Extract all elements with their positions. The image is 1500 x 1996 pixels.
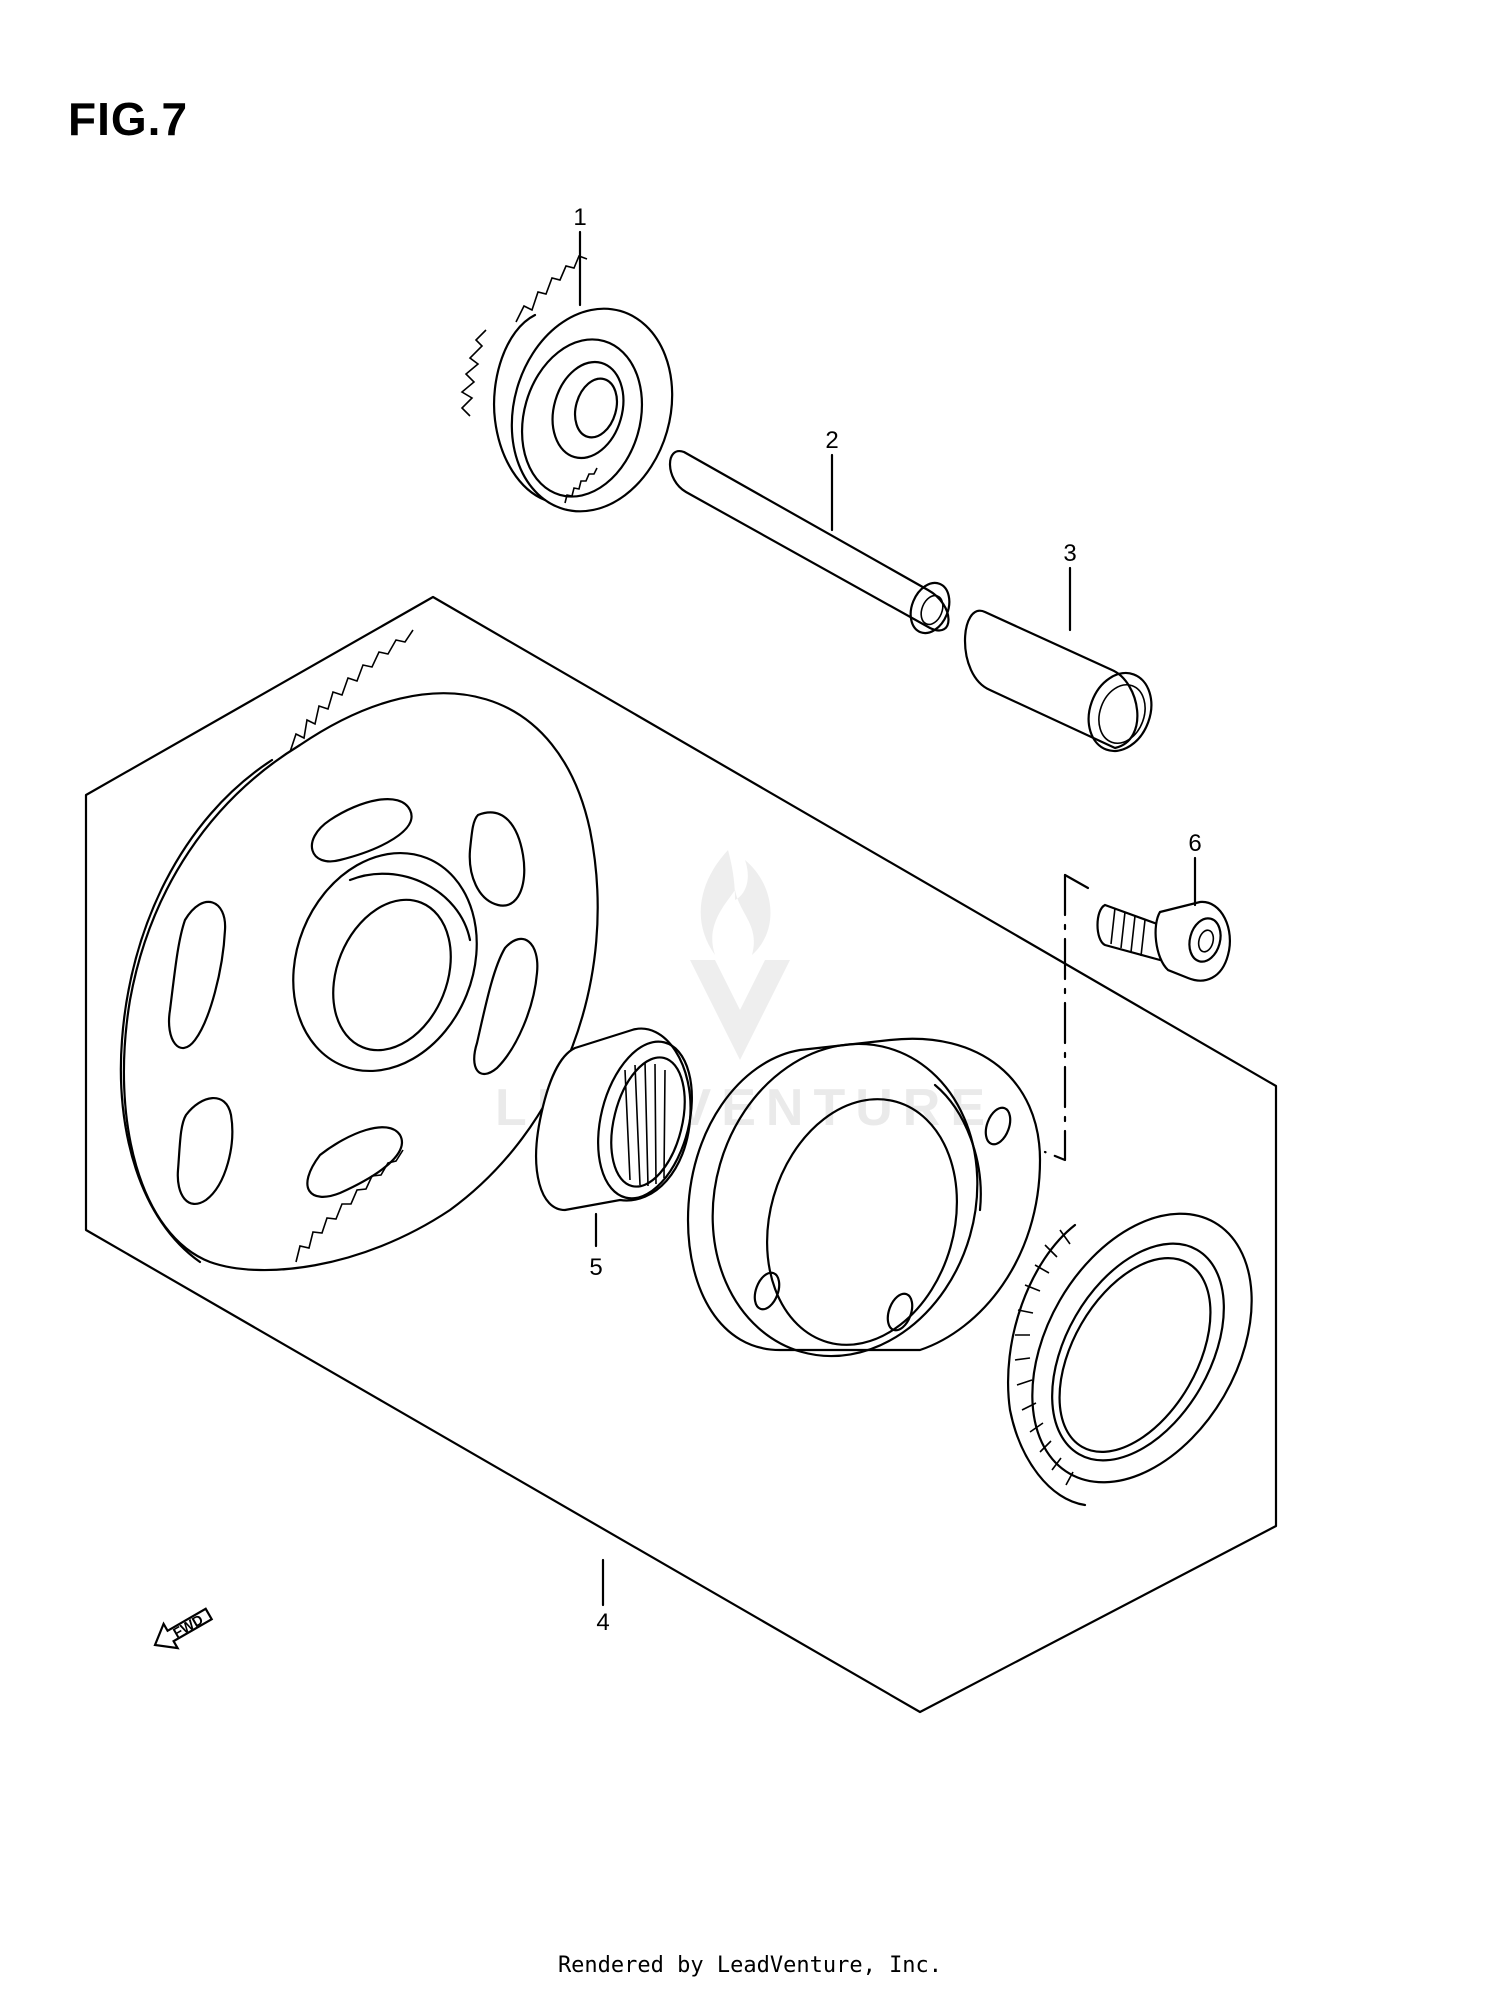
callout-4: 4 [596, 1609, 609, 1636]
assembly-box-outline [84, 595, 1278, 1714]
callout-2: 2 [825, 427, 838, 454]
one-way-clutch [1006, 1212, 1253, 1507]
bolt [1043, 873, 1231, 1162]
footer-credit: Rendered by LeadVenture, Inc. [557, 1953, 943, 1978]
callout-6: 6 [1188, 830, 1201, 857]
callout-labels: 1 2 3 4 5 6 [573, 204, 1201, 1636]
shaft [669, 450, 951, 635]
leader-lines [578, 230, 1197, 1607]
fwd-indicator: FWD [153, 1607, 214, 1650]
arrow-fwd-icon [153, 1607, 214, 1650]
clutch-housing [686, 1037, 1042, 1358]
bushing [963, 609, 1153, 753]
callout-1: 1 [573, 204, 586, 231]
callout-3: 3 [1063, 540, 1076, 567]
figure-title: FIG.7 [68, 93, 189, 145]
starter-driven-gear [119, 629, 599, 1272]
flame-logo-icon [690, 850, 790, 1060]
callout-5: 5 [589, 1254, 602, 1281]
idle-gear [460, 254, 674, 513]
needle-bearing [535, 1027, 693, 1248]
